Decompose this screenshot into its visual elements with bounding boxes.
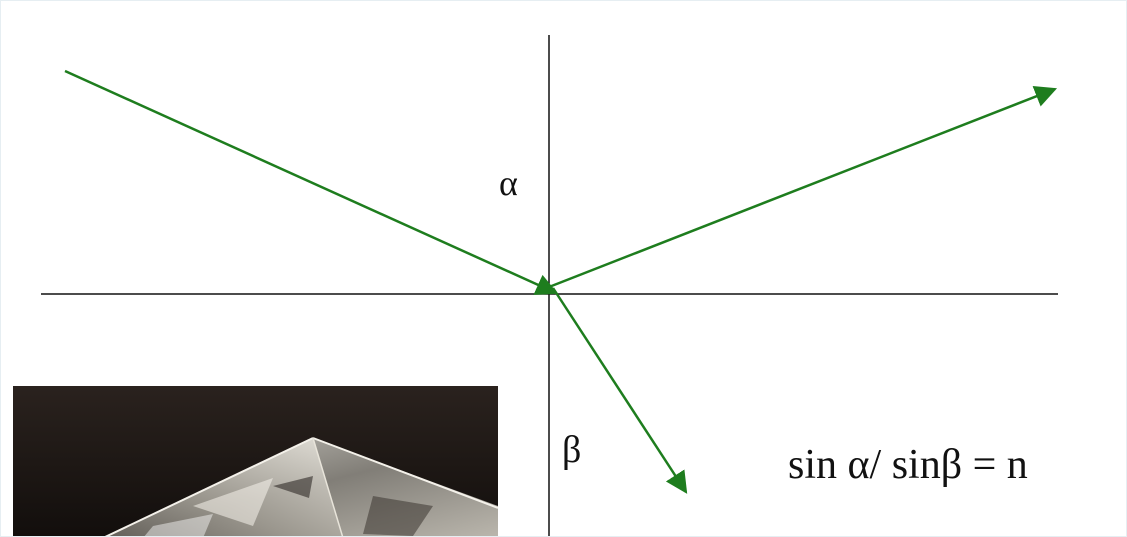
snell-formula: sin α/ sinβ = n xyxy=(788,442,1028,488)
refracted-ray xyxy=(551,287,688,494)
angle-beta-label: β xyxy=(562,429,582,471)
angle-alpha-label: α xyxy=(499,163,518,203)
reflected-ray xyxy=(548,85,1058,289)
incident-ray xyxy=(64,69,559,295)
prism-photo xyxy=(13,386,498,536)
glass-prism-photo-icon xyxy=(13,386,498,536)
